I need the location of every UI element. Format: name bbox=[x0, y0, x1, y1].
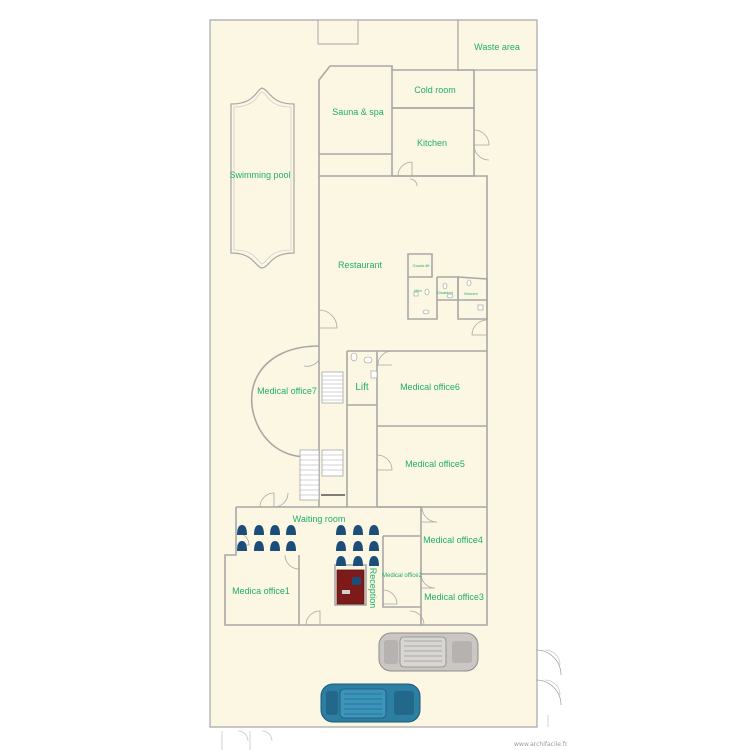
label-small-room-3: Disabled bbox=[437, 290, 453, 295]
chair bbox=[270, 525, 280, 535]
chair bbox=[237, 525, 247, 535]
chair bbox=[270, 541, 280, 551]
chair bbox=[353, 525, 363, 535]
chair bbox=[254, 525, 264, 535]
label-waste-area: Waste area bbox=[474, 42, 520, 52]
label-medical-office-7: Medical office7 bbox=[257, 386, 317, 396]
chair bbox=[237, 541, 247, 551]
chair bbox=[286, 525, 296, 535]
label-kitchen: Kitchen bbox=[417, 138, 447, 148]
staircase-upper bbox=[321, 371, 344, 404]
reception-desk bbox=[336, 569, 365, 605]
sanitary-fixtures bbox=[350, 279, 484, 379]
swimming-pool bbox=[230, 87, 295, 269]
label-medical-office-2: Medical office2 bbox=[382, 573, 423, 579]
staircase-lower bbox=[299, 449, 345, 501]
label-cold-room: Cold room bbox=[414, 85, 456, 95]
chair bbox=[369, 525, 379, 535]
chair bbox=[336, 525, 346, 535]
car-blue bbox=[320, 683, 421, 723]
exterior-fence bbox=[221, 649, 561, 750]
label-small-room-4: Women bbox=[464, 291, 478, 296]
room-labels: Waste area Cold room Sauna & spa Kitchen… bbox=[229, 42, 519, 608]
label-waiting-room: Waiting room bbox=[293, 514, 346, 524]
interior-walls bbox=[224, 65, 488, 626]
label-medical-office-5: Medical office5 bbox=[405, 459, 465, 469]
label-sauna-spa: Sauna & spa bbox=[332, 107, 384, 117]
label-small-room-1: Goods lift bbox=[413, 263, 431, 268]
label-restaurant: Restaurant bbox=[338, 260, 383, 270]
label-small-room-2: Men bbox=[414, 288, 422, 293]
chair bbox=[369, 541, 379, 551]
chair bbox=[336, 541, 346, 551]
chair bbox=[353, 541, 363, 551]
label-medical-office-6: Medical office6 bbox=[400, 382, 460, 392]
label-medical-office-3: Medical office3 bbox=[424, 592, 484, 602]
chair bbox=[286, 541, 296, 551]
chair bbox=[369, 556, 379, 566]
credit-text: www.archifacile.fr bbox=[514, 741, 568, 748]
label-reception: Reception bbox=[368, 568, 378, 609]
car-silver bbox=[378, 632, 479, 672]
label-medical-office-1: Medica office1 bbox=[232, 586, 290, 596]
label-swimming-pool: Swimming pool bbox=[229, 170, 290, 180]
label-medical-office-4: Medical office4 bbox=[423, 535, 483, 545]
chair bbox=[336, 556, 346, 566]
chair bbox=[254, 541, 264, 551]
waiting-chairs bbox=[237, 525, 379, 566]
chair bbox=[353, 556, 363, 566]
label-lift: Lift bbox=[355, 382, 369, 393]
